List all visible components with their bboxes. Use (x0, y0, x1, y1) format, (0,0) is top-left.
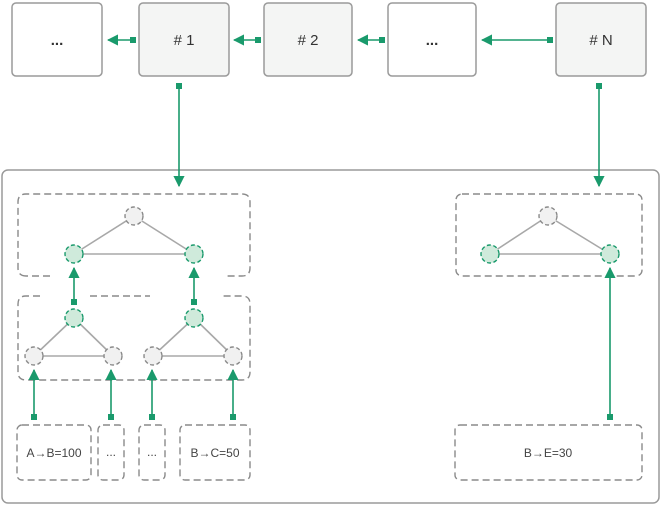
node-icon (143, 346, 163, 366)
block-label: # N (589, 32, 612, 49)
transaction-box (97, 424, 125, 481)
transaction-box (16, 424, 92, 481)
block-label: ... (51, 32, 64, 49)
arrow-tail-icon (547, 37, 553, 43)
node-icon (24, 346, 44, 366)
arrow-tail-icon (31, 414, 37, 420)
leaf-arrow-right (604, 266, 616, 420)
merkle-tree-left (17, 193, 251, 381)
arrow-tail-icon (71, 299, 77, 305)
node-icon (184, 308, 204, 328)
node-icon (124, 206, 144, 226)
transaction-box (454, 424, 643, 481)
merkle-tree-right (455, 193, 643, 277)
node-icon (64, 308, 84, 328)
arrow-tail-icon (108, 414, 114, 420)
transaction-box (138, 424, 166, 481)
block-label: ... (426, 32, 439, 49)
arrow-tail-icon (230, 414, 236, 420)
arrow-tail-icon (607, 414, 613, 420)
arrow-tail-icon (191, 299, 197, 305)
block-ellipsis-right (387, 2, 477, 77)
transaction-label: A→B=100 (26, 446, 81, 460)
block-label: # 2 (298, 32, 319, 49)
node-icon (538, 206, 558, 226)
leaf-arrows-left (28, 368, 239, 420)
transaction-label: B→C=50 (190, 446, 239, 460)
tree-level-box-top (17, 193, 251, 277)
node-icon (600, 244, 620, 264)
node-icon (223, 346, 243, 366)
arrow-tail-icon (255, 37, 261, 43)
block-ellipsis-left (11, 2, 103, 77)
chain-arrows (106, 34, 553, 46)
arrow-tail-icon (149, 414, 155, 420)
arrow-tail-icon (130, 37, 136, 43)
block-label: # 1 (174, 32, 195, 49)
transactions-left: A→B=100 ... ... B→C=50 (16, 424, 251, 481)
block-1 (138, 2, 230, 77)
node-icon (480, 244, 500, 264)
node-icon (64, 244, 84, 264)
block-n (555, 2, 647, 77)
node-icon (103, 346, 123, 366)
transaction-label: ... (106, 445, 116, 459)
transaction-label: ... (147, 445, 157, 459)
tree-level-box-bottom (17, 295, 251, 381)
transaction-box (179, 424, 251, 481)
block-2 (263, 2, 353, 77)
tree-nodes-left (24, 206, 243, 366)
arrow-tail-icon (176, 83, 182, 89)
root-arrows (173, 83, 605, 188)
transaction-label: B→E=30 (524, 446, 573, 460)
tree-links-left (68, 266, 200, 305)
block-chain: ... # 1 # 2 ... # N (11, 2, 647, 77)
arrow-tail-icon (379, 37, 385, 43)
arrow-tail-icon (596, 83, 602, 89)
node-icon (184, 244, 204, 264)
